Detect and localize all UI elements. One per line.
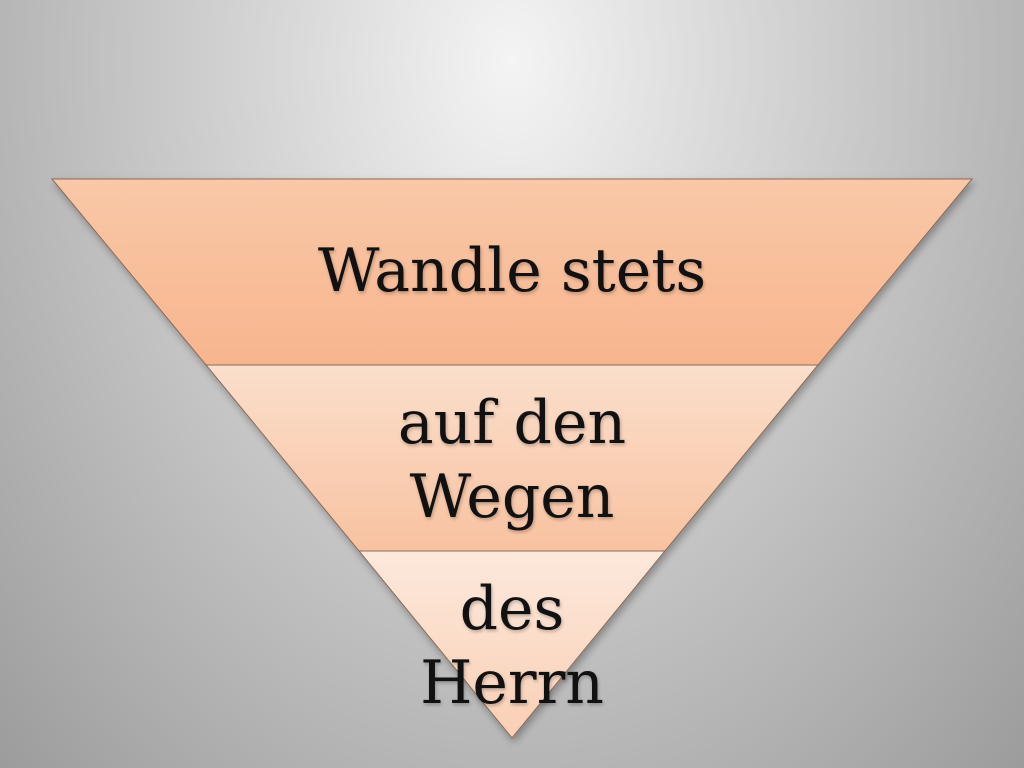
level-label-bottom: des Herrn	[420, 574, 604, 718]
pyramid-level-bottom	[357, 550, 667, 739]
level-label-middle: auf den Wegen	[397, 388, 627, 532]
level-label-top: Wandle stets	[317, 236, 707, 306]
